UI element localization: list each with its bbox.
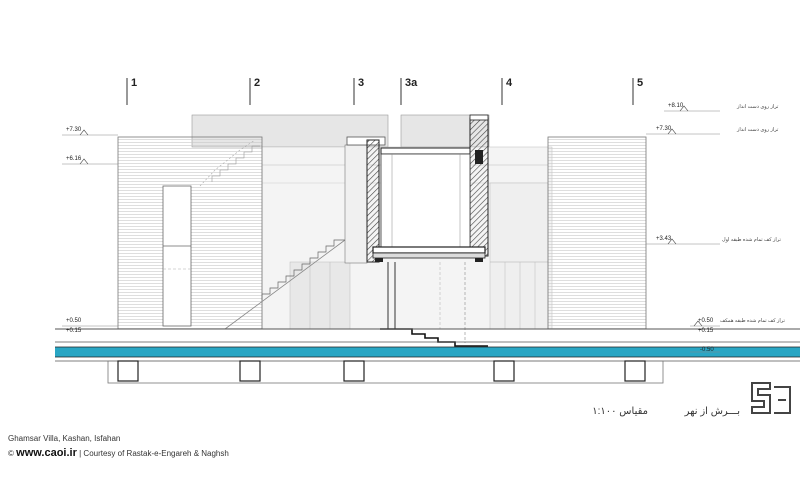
exterior-stair [224, 239, 346, 330]
axis-1: 1 [126, 77, 137, 105]
pier-4 [493, 360, 515, 382]
note-roof-top: تراز روی دست انداز [736, 104, 779, 110]
pier-3 [343, 360, 365, 382]
axis-2-label: 2 [254, 77, 260, 89]
level-right-343: +3.43 [656, 236, 672, 242]
level-markers-right: +8.10 تراز روی دست انداز +7.30 تراز روی … [646, 103, 786, 353]
level-left-015: +0.15 [66, 328, 82, 334]
section-title: بـــرش از نهر [684, 406, 740, 417]
level-left-730: +7.30 [66, 127, 82, 133]
credit-separator: | [79, 449, 82, 458]
axis-4: 4 [501, 77, 513, 105]
credit-line: © www.caoi.ir | Courtesy of Rastak-e-Eng… [8, 446, 229, 461]
left-block [117, 136, 263, 330]
axis-5-label: 5 [637, 77, 643, 89]
architect-logo-icon [751, 382, 791, 414]
level-right-810: +8.10 [668, 103, 684, 109]
credits: Ghamsar Villa, Kashan, Isfahan © www.cao… [8, 432, 229, 461]
courtesy-text: Courtesy of Rastak-e-Engareh & Naghsh [83, 449, 229, 458]
level-right-730: +7.30 [656, 126, 672, 132]
level-left-050: +0.50 [66, 318, 82, 324]
level-right-neg050: -0.50 [700, 347, 714, 353]
axis-3a-label: 3a [405, 77, 418, 89]
project-name: Ghamsar Villa, Kashan, Isfahan [8, 434, 121, 443]
level-markers-left: +7.30 +6.16 +0.50 +0.15 [62, 127, 118, 334]
pier-1 [117, 360, 139, 382]
axis-2: 2 [249, 77, 260, 105]
water-channel [55, 347, 800, 357]
axis-4-label: 4 [506, 77, 513, 89]
axis-3-label: 3 [358, 77, 364, 89]
axis-3a: 3a [400, 77, 418, 105]
copyright-icon: © [8, 449, 14, 458]
right-block [547, 136, 647, 330]
note-ground-floor: تراز کف تمام شده طبقه همکف [720, 318, 786, 324]
note-first-floor: تراز کف تمام شده طبقه اول [722, 237, 782, 243]
pier-5 [624, 360, 646, 382]
note-roof: تراز روی دست انداز [736, 127, 779, 133]
axis-3: 3 [353, 77, 364, 105]
level-right-015: +0.15 [698, 328, 714, 334]
ground-and-water [55, 328, 800, 384]
scale-label: مقیاس ۱:۱۰۰ [592, 406, 648, 417]
drawing-title: بـــرش از نهر مقیاس ۱:۱۰۰ [592, 406, 740, 417]
site-link[interactable]: www.caoi.ir [16, 447, 77, 459]
level-left-616: +6.16 [66, 156, 82, 162]
axis-1-label: 1 [131, 77, 137, 89]
axis-5: 5 [632, 77, 643, 105]
grid-axes: 1 2 3 3a 4 5 [126, 77, 643, 105]
core-section [344, 114, 489, 347]
pier-2 [239, 360, 261, 382]
level-right-050: +0.50 [698, 318, 714, 324]
